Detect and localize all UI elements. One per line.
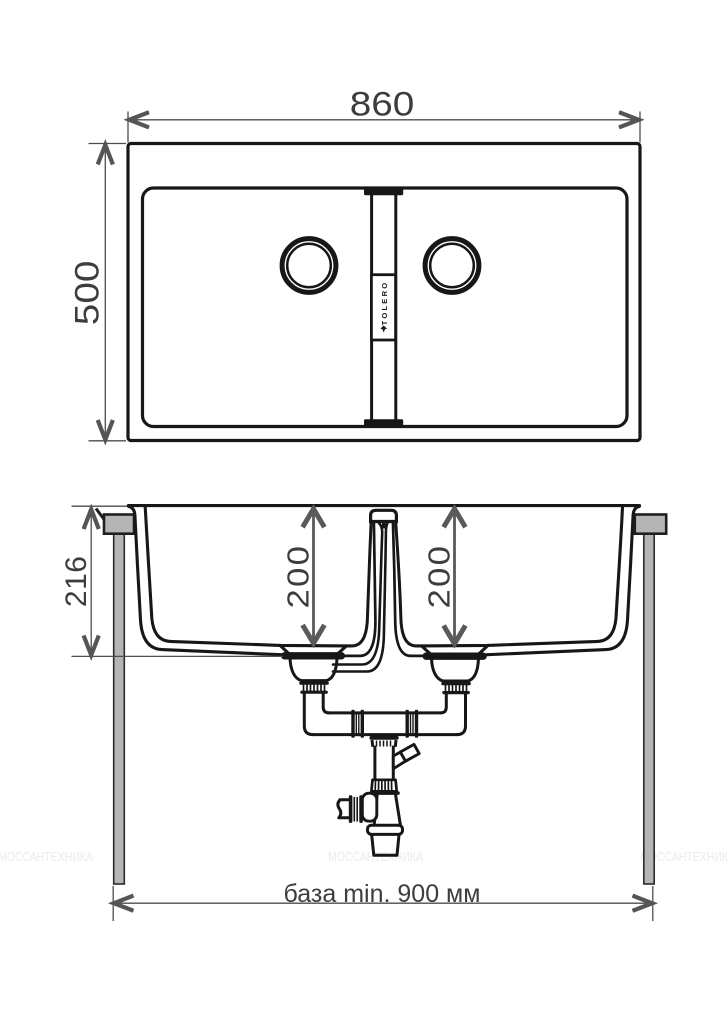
svg-text:TOLERO: TOLERO	[380, 281, 389, 326]
svg-text:216: 216	[60, 556, 93, 608]
svg-text:база min. 900 мм: база min. 900 мм	[284, 880, 481, 908]
svg-text:200: 200	[421, 544, 456, 609]
svg-text:200: 200	[280, 544, 315, 609]
svg-text:860: 860	[350, 85, 415, 123]
svg-text:МОССАНТЕХНИКА: МОССАНТЕХНИКА	[0, 849, 93, 864]
svg-text:500: 500	[68, 261, 106, 326]
svg-text:МОССАНТЕХНИКА: МОССАНТЕХНИКА	[640, 849, 728, 864]
